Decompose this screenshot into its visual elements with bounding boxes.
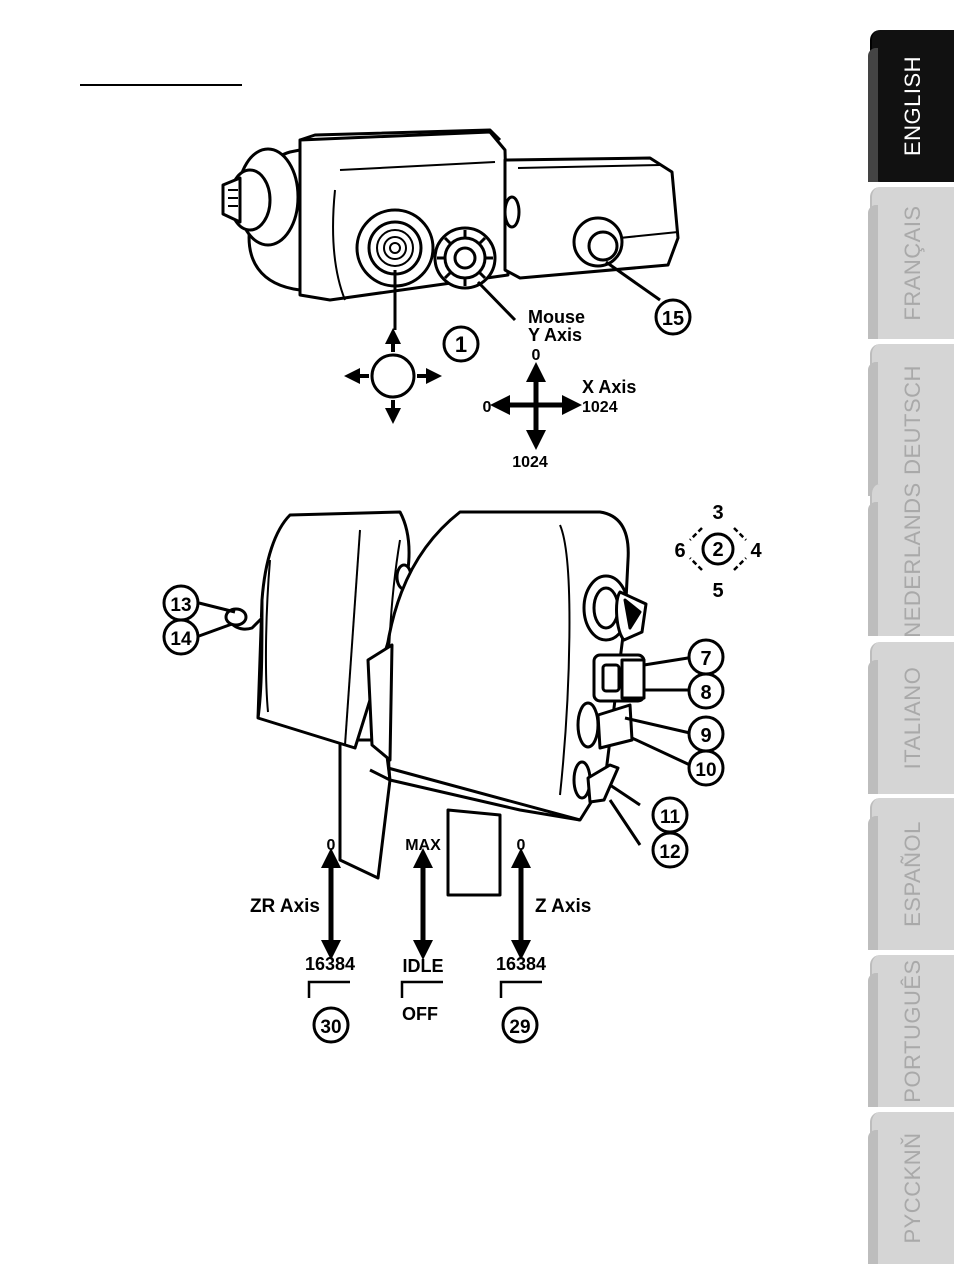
top-throttle-drawing <box>221 128 680 302</box>
y-axis-min: 0 <box>532 347 541 364</box>
svg-text:15: 15 <box>662 308 684 330</box>
zr-axis-label: ZR Axis <box>250 896 320 917</box>
hat-left-label: 6 <box>674 540 685 562</box>
zr-axis-bottom: 16384 <box>305 954 355 974</box>
z-axis-bottom: 16384 <box>496 954 546 974</box>
tab-label: NEDERLANDS <box>900 482 925 638</box>
tab-espanol[interactable]: ESPAÑOL <box>868 798 954 950</box>
axis-switch-symbols <box>307 980 542 998</box>
x-axis-min: 0 <box>483 399 492 416</box>
svg-text:14: 14 <box>170 629 192 650</box>
svg-text:7: 7 <box>700 648 711 670</box>
max-label: MAX <box>405 837 441 854</box>
callout-29: 29 <box>501 1006 539 1044</box>
tab-deutsch[interactable]: DEUTSCH <box>868 344 954 496</box>
callout-8: 8 <box>687 672 725 710</box>
y-axis-label: Y Axis <box>528 325 582 345</box>
bottom-leader-lines <box>198 601 691 846</box>
callout-14: 14 <box>162 618 200 656</box>
tab-english[interactable]: ENGLISH <box>868 30 954 182</box>
tab-label: FRANÇAIS <box>900 205 925 321</box>
idle-label: IDLE <box>402 956 443 976</box>
x-axis-label: X Axis <box>582 377 636 397</box>
svg-text:13: 13 <box>170 595 191 616</box>
axis-arrows <box>321 848 531 960</box>
svg-text:8: 8 <box>700 682 711 704</box>
callout-1: 1 <box>442 325 480 363</box>
tab-label: ESPAÑOL <box>900 821 925 927</box>
throttle-diagram: 1 15 Mouse Y Axis 0 1024 0 X Axis 1024 <box>162 128 762 1044</box>
section-title-underline <box>80 84 242 86</box>
tab-label: ITALIANO <box>900 666 925 770</box>
tab-francais[interactable]: FRANÇAIS <box>868 187 954 339</box>
callout-11: 11 <box>651 796 689 834</box>
hat-center-label: 2 <box>712 539 723 561</box>
svg-text:9: 9 <box>700 725 711 747</box>
z-axis-top: 0 <box>517 837 526 854</box>
svg-text:30: 30 <box>320 1017 341 1038</box>
svg-text:12: 12 <box>659 842 680 863</box>
x-axis-max: 1024 <box>582 399 618 416</box>
off-label: OFF <box>402 1004 438 1024</box>
callout-30: 30 <box>312 1006 350 1044</box>
svg-text:1: 1 <box>455 332 467 357</box>
bottom-throttle-drawing <box>224 510 648 897</box>
hat-switch-diagram <box>689 527 747 571</box>
callout-10: 10 <box>687 749 725 787</box>
callout-13: 13 <box>162 584 200 622</box>
callout-7: 7 <box>687 638 725 676</box>
callout-15: 15 <box>654 298 692 336</box>
tab-russian[interactable]: PYCCKNŇ <box>868 1112 954 1264</box>
hat-up-label: 3 <box>712 502 723 524</box>
tab-italiano[interactable]: ITALIANO <box>868 642 954 794</box>
tab-nederlands[interactable]: NEDERLANDS <box>868 482 954 638</box>
callout-9: 9 <box>687 715 725 753</box>
svg-text:11: 11 <box>660 807 681 828</box>
tab-portugues[interactable]: PORTUGUÊS <box>868 955 954 1107</box>
y-axis-max: 1024 <box>512 454 548 471</box>
z-axis-label: Z Axis <box>535 896 591 917</box>
svg-text:29: 29 <box>509 1017 530 1038</box>
mouse-label: Mouse <box>528 307 585 327</box>
tab-label: DEUTSCH <box>900 365 925 475</box>
tab-label: PORTUGUÊS <box>900 959 925 1103</box>
callout-12: 12 <box>651 831 689 869</box>
hat-down-label: 5 <box>712 580 723 602</box>
svg-text:10: 10 <box>695 760 716 781</box>
hat-right-label: 4 <box>750 540 762 562</box>
tab-label: PYCCKNŇ <box>900 1132 925 1244</box>
tab-label: ENGLISH <box>900 55 925 157</box>
top-figure-annotations <box>344 260 661 450</box>
zr-axis-top: 0 <box>327 837 336 854</box>
language-tabs: ENGLISH FRANÇAIS DEUTSCH NEDERLANDS ITAL… <box>868 0 955 1273</box>
